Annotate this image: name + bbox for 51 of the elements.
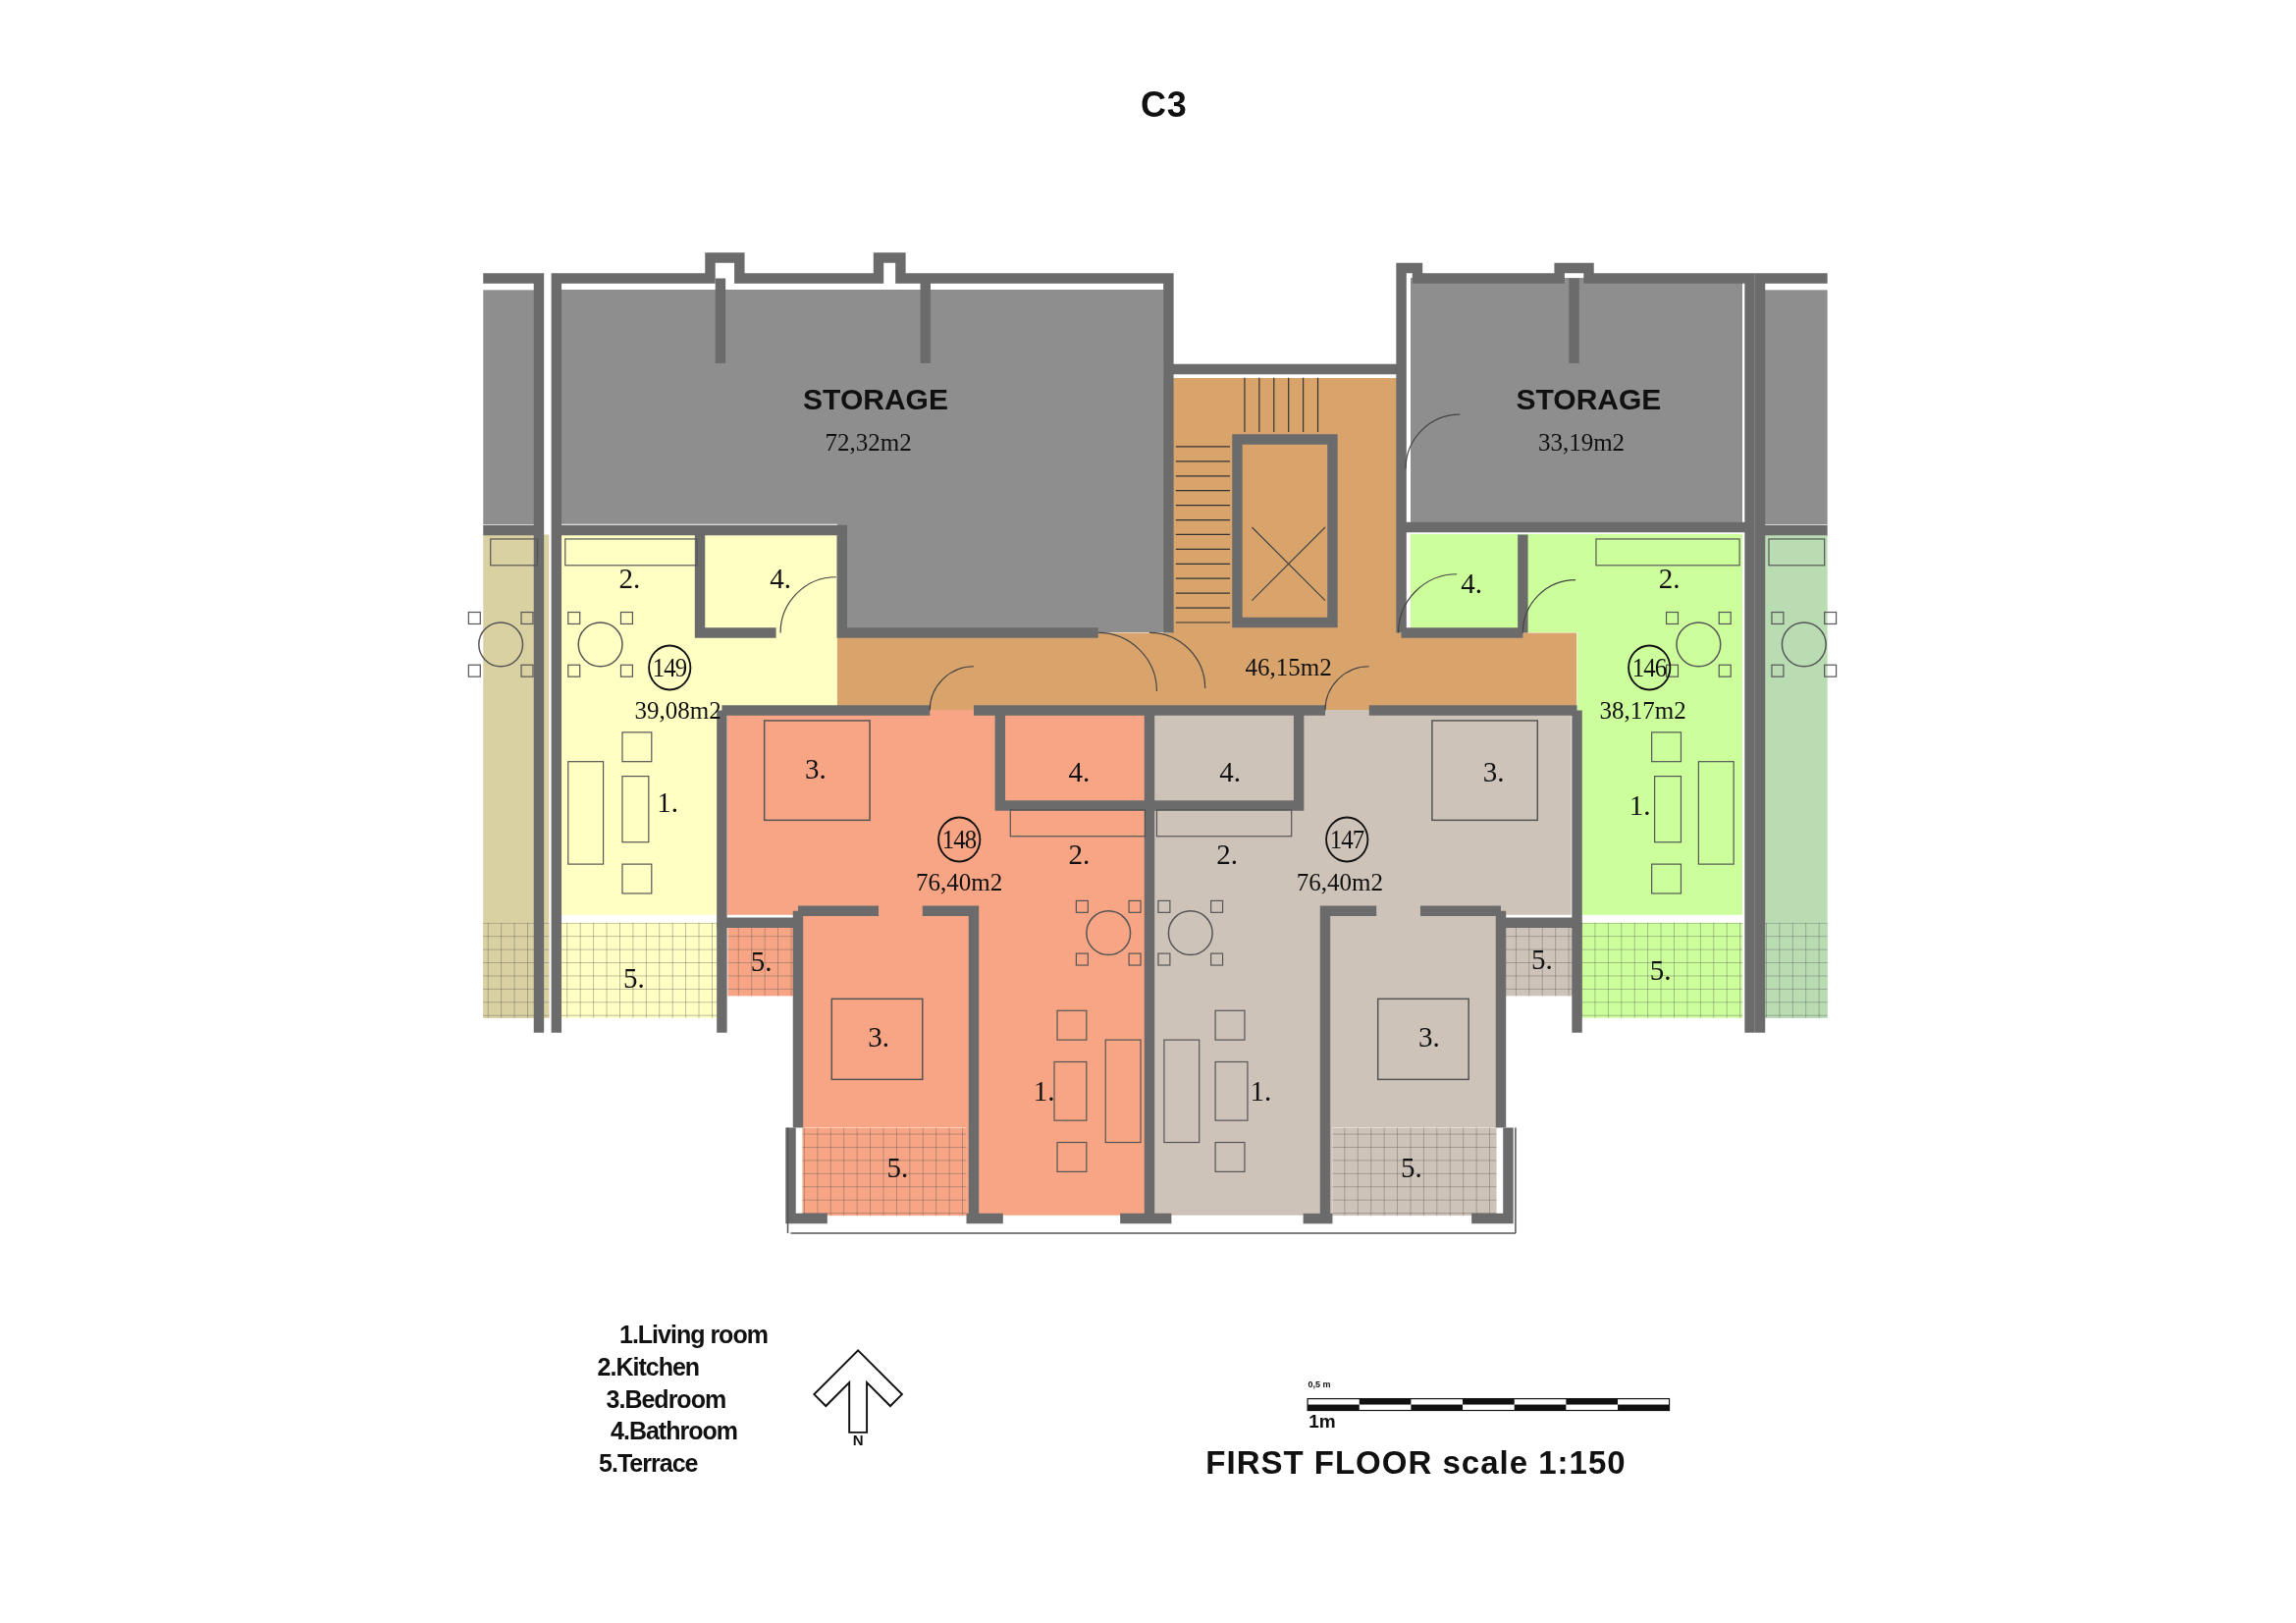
room-name: STORAGE [1516,385,1662,415]
floor-caption: FIRST FLOOR scale 1:150 [1205,1445,1627,1479]
legend-item: 3.Bedroom [606,1386,726,1412]
scale-label: 1m [1308,1411,1336,1431]
room-number: 5. [1649,955,1672,984]
room-number: 3. [1418,1022,1440,1052]
unit-number: 149 [647,644,691,691]
unit-number: 148 [937,816,981,863]
legend-item: 5.Terrace [599,1450,698,1476]
room-number: 1. [657,787,679,817]
legend-item: 2.Kitchen [597,1354,700,1380]
unit-number: 147 [1325,816,1369,863]
legend-item: 4.Bathroom [611,1418,737,1443]
area-label: 76,40m2 [1296,869,1383,894]
room-number: 3. [1482,757,1505,786]
room-number: 1. [1629,790,1651,820]
room-number: 4. [1219,757,1241,786]
room-number: 3. [868,1022,889,1052]
legend-item: 1.Living room [619,1322,768,1347]
area-label: 72,32m2 [825,429,912,455]
room-number: 3. [805,754,827,784]
room-number: 2. [1216,839,1238,869]
north-letter: N [852,1432,864,1447]
plan-title: C3 [1140,87,1188,124]
room-name: STORAGE [803,385,948,415]
room-number: 5. [623,963,645,993]
room-number: 4. [1461,568,1483,598]
room-number: 2. [1658,564,1681,593]
room-number: 5. [1530,945,1553,974]
apartment-area [1151,710,1572,1217]
area-label: 38,17m2 [1599,697,1686,723]
area-label: 76,40m2 [915,869,1003,894]
room-number: 1. [1033,1076,1055,1106]
unit-number: 146 [1627,644,1671,691]
area-label: 46,15m2 [1245,654,1332,679]
apartment-area [561,534,838,916]
room-number: 1. [1250,1076,1272,1106]
apartment-area [727,710,1147,1217]
room-number: 2. [1068,839,1091,869]
room-number: 5. [886,1153,909,1182]
room-number: 4. [770,564,791,593]
room-number: 5. [1401,1153,1422,1182]
storage-room [1410,278,1743,523]
scale-label: 0,5 m [1308,1380,1331,1389]
room-number: 4. [1068,757,1091,786]
room-number: 2. [618,564,641,593]
storage-room [561,290,1164,633]
area-label: 33,19m2 [1537,430,1626,455]
apartment-area [1410,534,1743,916]
area-label: 39,08m2 [634,697,721,723]
room-number: 5. [750,947,773,976]
